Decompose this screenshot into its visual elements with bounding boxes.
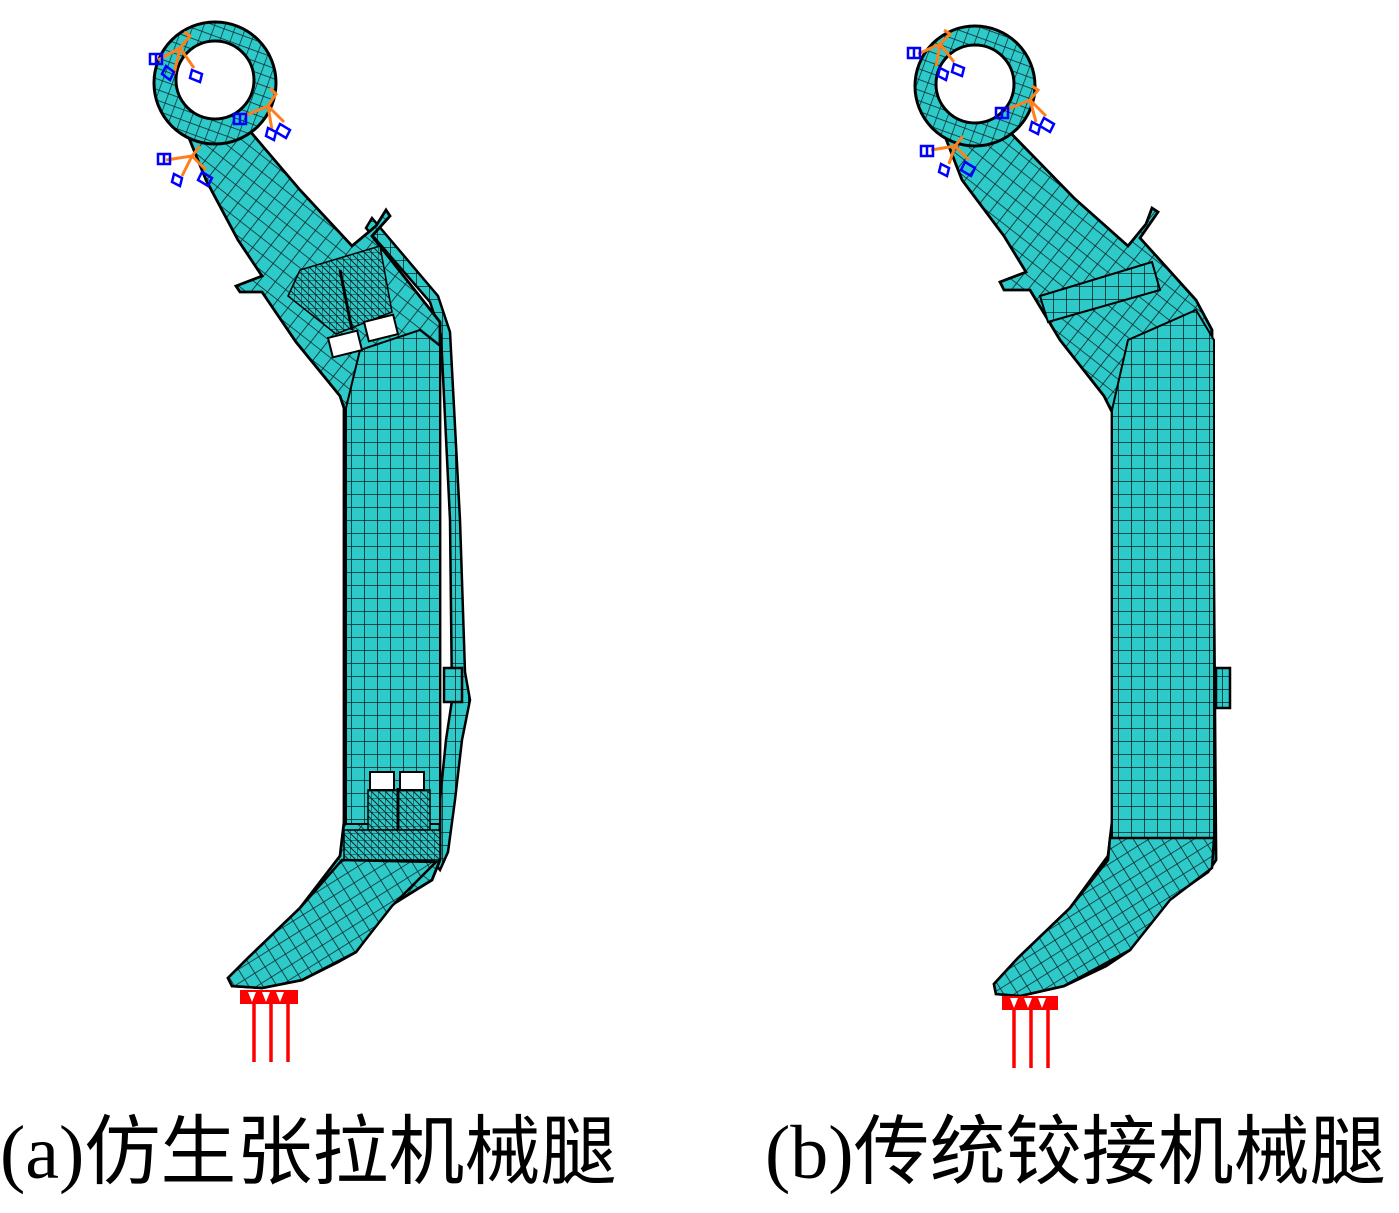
red-downward-force-arrows-icon <box>240 990 298 1062</box>
shank-mesh <box>345 328 441 825</box>
cutout-lower-left <box>369 771 395 791</box>
foot-transition-mesh <box>343 829 441 861</box>
constraint-icon <box>148 30 204 84</box>
red-downward-force-arrows-icon <box>1002 996 1058 1068</box>
constraint-icon <box>156 145 214 188</box>
side-tab <box>1214 666 1232 710</box>
joint-band <box>1038 260 1162 324</box>
constraint-icon <box>994 84 1056 136</box>
traditional-hinged-leg-mesh <box>906 24 1232 1068</box>
cutout-lower-right <box>399 771 425 791</box>
constraint-icon <box>919 135 977 178</box>
upper-joint-fine-mesh <box>287 245 393 335</box>
bionic-tensegrity-leg-mesh <box>148 20 472 1062</box>
caption-bionic-tensegrity-leg: (a)仿生张拉机械腿 <box>0 1111 617 1195</box>
caption-traditional-hinged-leg: (b)传统铰接机械腿 <box>765 1111 1386 1195</box>
constraint-icon <box>232 86 292 142</box>
hip-hole <box>174 39 256 121</box>
foot-mesh <box>226 858 439 990</box>
cutout-upper-right <box>362 313 400 343</box>
shank-mesh <box>1111 308 1215 839</box>
side-tab <box>442 666 464 704</box>
cutout-upper-left <box>326 329 364 359</box>
constraint-icon <box>906 28 966 82</box>
